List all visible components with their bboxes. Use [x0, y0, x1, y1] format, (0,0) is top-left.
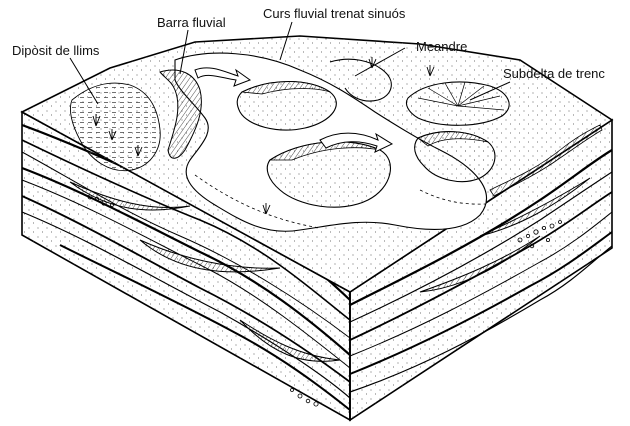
crevasse-subdelta-fan	[406, 82, 509, 125]
label-meander: Meandre	[416, 40, 467, 54]
label-river-bar: Barra fluvial	[157, 16, 226, 30]
label-crevasse-subdelta: Subdelta de trenc	[503, 67, 605, 81]
label-braided-channel: Curs fluvial trenat sinuós	[263, 7, 405, 21]
label-mud-deposit: Dipòsit de llims	[12, 44, 99, 58]
